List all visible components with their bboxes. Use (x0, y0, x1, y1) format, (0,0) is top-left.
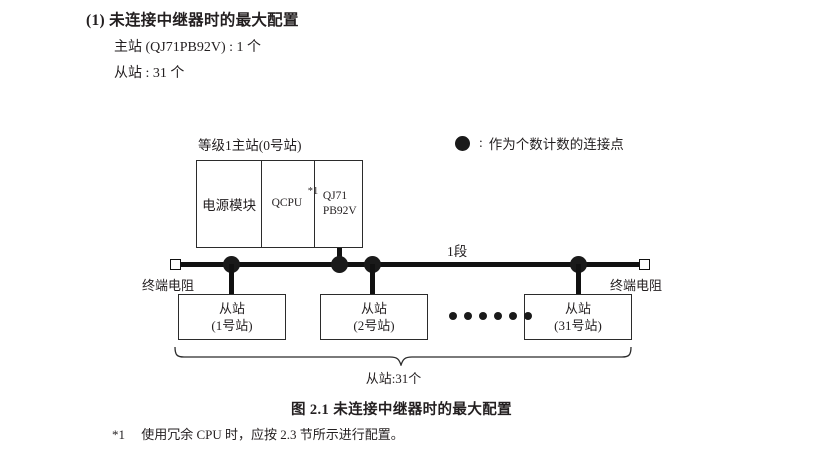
terminator-left-icon (170, 258, 181, 270)
figure-caption: 图 2.1 未连接中继器时的最大配置 (290, 402, 513, 418)
slave-station-number: (31号站) (554, 318, 602, 333)
filled-circle-icon (455, 135, 470, 151)
power-module-label: 电源模块 (202, 198, 257, 213)
slave-group-label: 从站:31个 (365, 371, 422, 386)
ellipsis-dot (509, 312, 517, 320)
section-heading: (1) 未连接中继器时的最大配置 (86, 8, 299, 30)
slave-station-box: 从站 (1号站) (178, 294, 286, 340)
ellipsis-dot (449, 312, 457, 320)
slave-group-brace (174, 346, 632, 366)
terminator-right-icon (639, 258, 650, 270)
terminator-left-label: 终端电阻 (142, 278, 195, 293)
slave-drop-line (576, 264, 581, 295)
ellipsis-dot (494, 312, 502, 320)
master-station-box: 电源模块 QCPU *1 QJ71 PB92V (196, 160, 363, 248)
ellipsis-dots (449, 312, 532, 320)
network-module-line2: PB92V (322, 205, 357, 217)
slave-station-name: 从站 (564, 300, 591, 316)
cpu-footnote-mark: *1 (307, 186, 319, 198)
segment-label: 1段 (447, 244, 468, 259)
legend-separator: : (479, 135, 483, 150)
section-title: 未连接中继器时的最大配置 (109, 12, 299, 29)
footnote-text: 使用冗余 CPU 时，应按 2.3 节所示进行配置。 (141, 427, 404, 442)
master-station-label: 等级1主站(0号站) (198, 138, 302, 153)
slave-station-box: 从站 (2号站) (320, 294, 428, 340)
cpu-module-label-wrap: QCPU *1 (271, 187, 319, 210)
section-number: (1) (86, 12, 105, 29)
slave-station-name: 从站 (360, 300, 387, 316)
terminator-right-label: 终端电阻 (610, 278, 663, 293)
power-module-cell: 电源模块 (197, 161, 263, 247)
footnote: *1 使用冗余 CPU 时，应按 2.3 节所示进行配置。 (112, 424, 404, 443)
network-module-line1: QJ71 (322, 190, 348, 203)
cpu-module-label: QCPU (271, 197, 303, 210)
spec-master-line: 主站 (QJ71PB92V) : 1 个 (114, 40, 262, 55)
network-module-label-wrap: QJ71 PB92V (320, 189, 357, 218)
connection-node (331, 255, 348, 273)
legend-text: 作为个数计数的连接点 (488, 137, 624, 152)
legend: : 作为个数计数的连接点 (455, 133, 624, 153)
spec-slave-line: 从站 : 31 个 (114, 66, 185, 81)
network-module-cell: QJ71 PB92V (315, 161, 362, 247)
slave-drop-line (229, 264, 234, 295)
slave-station-number: (1号站) (211, 318, 253, 333)
slave-station-box: 从站 (31号站) (524, 294, 632, 340)
slave-station-number: (2号站) (353, 318, 395, 333)
slave-station-name: 从站 (218, 300, 245, 316)
footnote-mark: *1 (112, 427, 125, 442)
ellipsis-dot (464, 312, 472, 320)
ellipsis-dot (479, 312, 487, 320)
slave-drop-line (370, 264, 375, 295)
bus-line (176, 261, 644, 267)
ellipsis-dot (524, 312, 532, 320)
cpu-module-cell: QCPU *1 (262, 161, 319, 247)
